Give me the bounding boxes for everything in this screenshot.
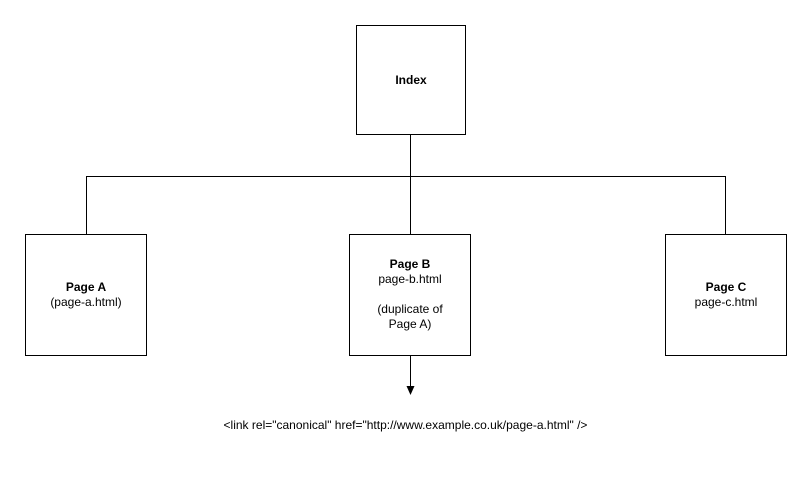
- node-page-c-filename: page-c.html: [694, 295, 758, 309]
- arrowhead: [406, 386, 415, 395]
- node-page-a: Page A (page-a.html): [25, 234, 147, 356]
- node-index: Index: [356, 25, 466, 135]
- node-page-b-note-line2: Page A): [388, 317, 432, 331]
- node-page-b: Page B page-b.html (duplicate of Page A): [349, 234, 471, 356]
- node-page-c: Page C page-c.html: [665, 234, 787, 356]
- node-page-b-filename: page-b.html: [378, 272, 442, 286]
- canonical-link-snippet: <link rel="canonical" href="http://www.e…: [223, 418, 588, 432]
- node-page-a-title: Page A: [65, 280, 107, 294]
- node-page-c-title: Page C: [705, 280, 747, 294]
- node-page-a-filename: (page-a.html): [50, 295, 122, 309]
- node-index-title: Index: [395, 72, 427, 87]
- node-page-b-title: Page B: [389, 257, 431, 271]
- node-page-b-note-line1: (duplicate of: [377, 302, 443, 316]
